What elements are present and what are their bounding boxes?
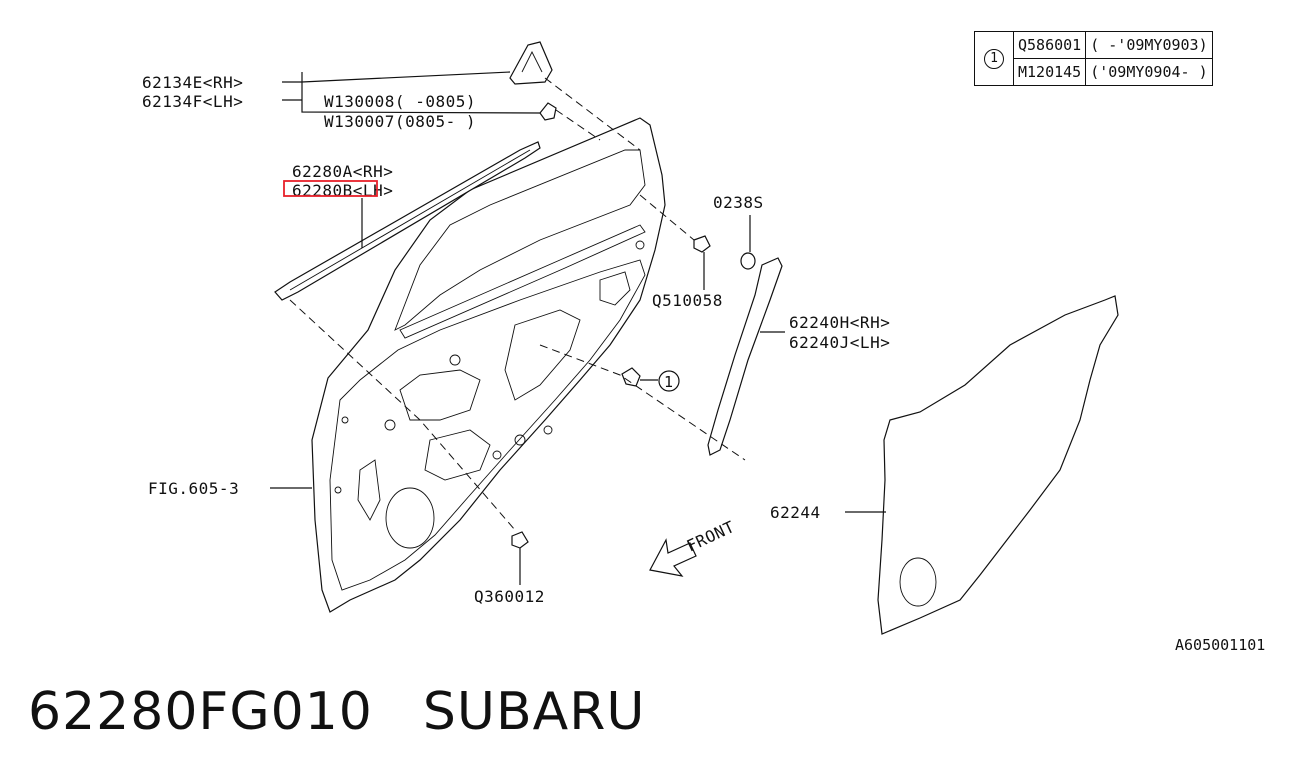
- label-0238s: 0238S: [713, 193, 764, 212]
- corner-cover-detail: [521, 50, 543, 73]
- label-62280b: 62280B<LH>: [292, 181, 393, 200]
- label-62280a: 62280A<RH>: [292, 162, 393, 181]
- door-inner-panel: [329, 259, 646, 591]
- label-62240h: 62240H<RH>: [789, 313, 890, 332]
- door-hole-1: [449, 354, 461, 366]
- nut-0238s: [740, 252, 756, 270]
- weatherstrip-inner-line: [289, 149, 531, 291]
- door-hole-6: [635, 240, 645, 250]
- clip-w130008: [539, 102, 557, 121]
- corner-cover-62134: [509, 41, 553, 85]
- door-hole-2: [384, 419, 396, 431]
- door-belt-line: [399, 224, 646, 339]
- assembly-line-4: [539, 344, 746, 461]
- label-fig605: FIG.605-3: [148, 479, 239, 498]
- label-w130008: W130008( -0805): [324, 92, 476, 111]
- front-arrow-icon: [649, 538, 697, 577]
- label-62134e: 62134E<RH>: [142, 73, 243, 92]
- label-w130007: W130007(0805- ): [324, 112, 476, 131]
- door-hole-8: [334, 486, 342, 494]
- footer-part-number: 62280FG010: [28, 682, 373, 742]
- assembly-line-5: [555, 109, 601, 141]
- parts-diagram: 62134E<RH> 62134F<LH> W130008( -0805) W1…: [142, 41, 1119, 635]
- label-q510058: Q510058: [652, 291, 723, 310]
- table-part-2: M120145: [1012, 58, 1087, 86]
- table-range-2: ('09MY0904- ): [1085, 58, 1213, 86]
- label-62134f: 62134F<LH>: [142, 92, 243, 111]
- table-ref-cell: 1: [974, 31, 1014, 86]
- footer-title: 62280FG010 SUBARU: [28, 682, 645, 742]
- bolt-q360012: [511, 531, 529, 549]
- assembly-line-2: [289, 299, 516, 531]
- sealing-cover-hole: [899, 557, 937, 607]
- door-hole-3: [514, 434, 526, 446]
- door-hole-7: [341, 416, 349, 424]
- speaker-hole: [385, 487, 435, 549]
- label-ref-circle: 1: [664, 373, 673, 391]
- screw-ref-1: [621, 367, 641, 387]
- reference-table: 1 Q586001 ( -'09MY0903) M120145 ('09MY09…: [974, 31, 1213, 86]
- leader-62134: [282, 71, 541, 114]
- label-62240j: 62240J<LH>: [789, 333, 890, 352]
- footer-brand: SUBARU: [422, 682, 646, 742]
- door-inner-details: [357, 271, 631, 521]
- ref-circle-1: [658, 370, 680, 392]
- label-front: FRONT: [684, 517, 738, 556]
- label-62244: 62244: [770, 503, 821, 522]
- assembly-line-1: [544, 77, 641, 151]
- sealing-cover-62244: [877, 295, 1119, 635]
- door-hole-4: [543, 425, 553, 435]
- highlight-62280b: [283, 180, 378, 197]
- bolt-q510058: [693, 235, 711, 253]
- door-window-frame: [394, 149, 646, 331]
- sash-62240: [707, 257, 783, 456]
- table-ref-circle: 1: [984, 49, 1004, 69]
- assembly-line-3: [639, 194, 695, 241]
- table-part-1: Q586001: [1012, 31, 1087, 59]
- door-hole-5: [492, 450, 502, 460]
- table-range-1: ( -'09MY0903): [1085, 31, 1213, 59]
- label-q360012: Q360012: [474, 587, 545, 606]
- figure-id: A605001101: [1175, 636, 1266, 654]
